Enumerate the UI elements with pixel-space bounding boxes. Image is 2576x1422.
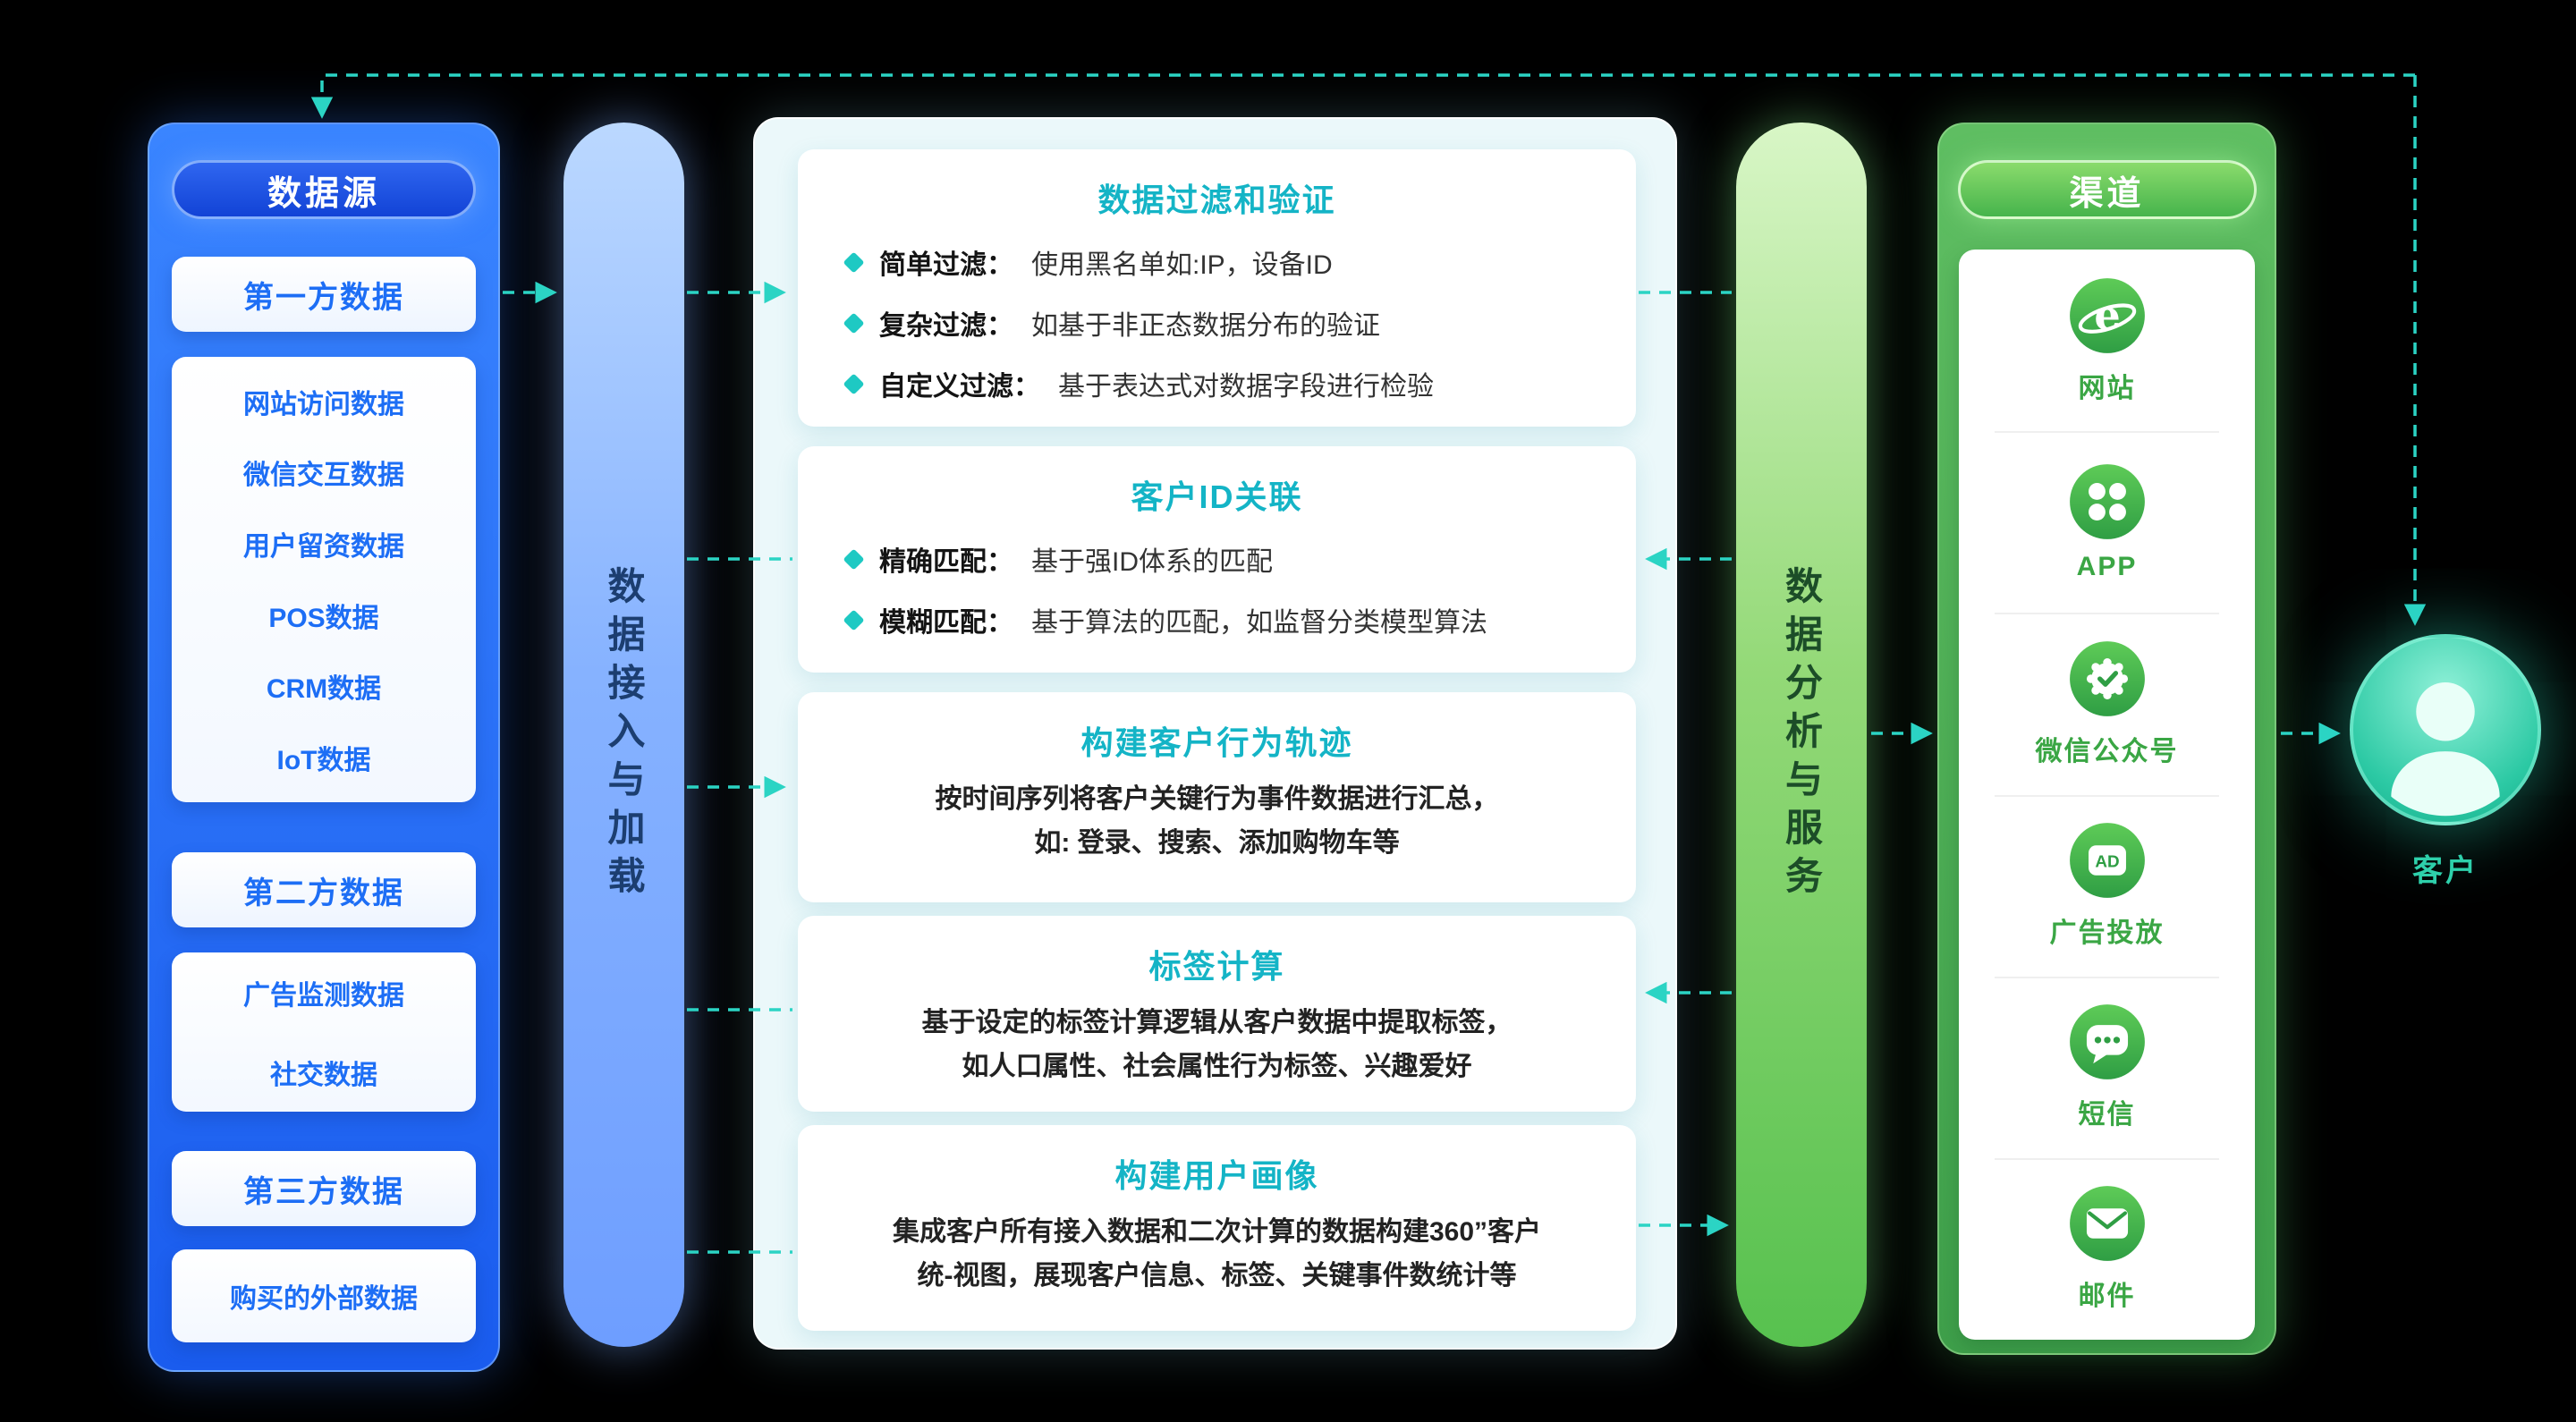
diamond-icon [843,372,865,395]
bullet-label: 简单过滤： [879,250,1013,280]
processing-panel: 数据过滤和验证 简单过滤： 使用黑名单如:IP，设备ID 复杂过滤： 如基于非正… [753,117,1677,1350]
channel-label: 网站 [2078,373,2136,403]
card-title: 客户ID关联 [1131,478,1303,515]
bullet-label: 复杂过滤： [879,311,1013,341]
data-source-item: 广告监测数据 [243,980,404,1011]
bullet-label: 自定义过滤： [879,372,1040,402]
data-source-item: IoT数据 [276,746,371,776]
third-party-data-header: 第三方数据 [172,1151,476,1226]
bullet-item: 精确匹配： 基于强ID体系的匹配 [843,539,1636,579]
bullet-label: 精确匹配： [879,547,1013,577]
diamond-icon [843,608,865,631]
card-body: 按时间序列将客户关键行为事件数据进行汇总， 如: 登录、搜索、添加购物车等 [935,784,1499,858]
card-body: 基于设定的标签计算逻辑从客户数据中提取标签， 如人口属性、社会属性行为标签、兴趣… [921,1008,1513,1081]
channel-label: 短信 [2078,1100,2136,1130]
card-title: 构建用户画像 [1114,1157,1319,1194]
app-grid-icon [2069,463,2145,539]
svg-text:AD: AD [2095,851,2119,870]
channel-item-website: e 网站 [1959,250,2255,431]
connector-feedback-to-sources [310,73,2415,119]
diamond-icon [843,547,865,571]
data-sources-panel: 数据源 第一方数据 网站访问数据 微信交互数据 用户留资数据 POS数据 CRM… [148,123,500,1372]
channel-list: e 网站 APP [1959,250,2255,1340]
data-source-item: 用户留资数据 [243,532,404,563]
wechat-official-account-icon [2069,641,2145,716]
ingestion-bar-label: 数据接入与加载 [603,565,645,904]
ingestion-bar: 数据接入与加载 [564,123,684,1347]
bullet-text: 使用黑名单如:IP，设备ID [1031,250,1333,280]
bullet-item: 模糊匹配： 基于算法的匹配，如监督分类模型算法 [843,600,1636,639]
channel-item-wechat-official: 微信公众号 [1959,613,2255,794]
channel-label: 广告投放 [2049,918,2165,949]
third-party-data-list: 购买的外部数据 [172,1249,476,1342]
ad-icon: AD [2069,823,2145,898]
card-data-filtering: 数据过滤和验证 简单过滤： 使用黑名单如:IP，设备ID 复杂过滤： 如基于非正… [798,149,1636,427]
diamond-icon [843,311,865,334]
person-icon [2391,682,2500,817]
bullet-list: 简单过滤： 使用黑名单如:IP，设备ID 复杂过滤： 如基于非正态数据分布的验证… [843,242,1636,403]
data-source-item: POS数据 [268,603,379,633]
card-behavior-trail: 构建客户行为轨迹 按时间序列将客户关键行为事件数据进行汇总， 如: 登录、搜索、… [798,692,1636,902]
customer-label: 客户 [2412,854,2479,888]
bullet-label: 模糊匹配： [879,608,1013,638]
customer-avatar [2350,634,2541,825]
channels-title: 渠道 [1957,160,2257,219]
svg-text:e: e [2094,291,2120,339]
bullet-item: 自定义过滤： 基于表达式对数据字段进行检验 [843,364,1636,403]
data-source-item: 社交数据 [270,1060,377,1090]
channel-label: APP [2076,551,2138,581]
card-id-mapping: 客户ID关联 精确匹配： 基于强ID体系的匹配 模糊匹配： 基于算法的匹配，如监… [798,446,1636,673]
bullet-list: 精确匹配： 基于强ID体系的匹配 模糊匹配： 基于算法的匹配，如监督分类模型算法 [843,539,1636,639]
channel-item-ad: AD 广告投放 [1959,794,2255,977]
data-source-item: CRM数据 [266,674,382,705]
sms-icon [2069,1004,2145,1080]
data-source-item: 购买的外部数据 [230,1284,418,1314]
diamond-icon [843,250,865,274]
channel-label: 微信公众号 [2035,736,2179,766]
bullet-item: 复杂过滤： 如基于非正态数据分布的验证 [843,303,1636,343]
channels-panel: 渠道 e 网站 [1937,123,2276,1355]
channel-item-sms: 短信 [1959,976,2255,1158]
card-title: 数据过滤和验证 [1097,182,1336,218]
channel-label: 邮件 [2078,1282,2136,1312]
bullet-text: 基于算法的匹配，如监督分类模型算法 [1031,608,1487,638]
data-sources-title: 数据源 [172,160,476,219]
channel-item-email: 邮件 [1959,1157,2255,1340]
bullet-text: 如基于非正态数据分布的验证 [1031,311,1380,341]
second-party-data-list: 广告监测数据 社交数据 [172,952,476,1112]
bullet-text: 基于强ID体系的匹配 [1031,547,1273,577]
card-user-profile: 构建用户画像 集成客户所有接入数据和二次计算的数据构建360”客户 统-视图，展… [798,1125,1636,1331]
analysis-bar-label: 数据分析与服务 [1780,565,1823,904]
email-icon [2069,1186,2145,1262]
card-body: 集成客户所有接入数据和二次计算的数据构建360”客户 统-视图，展现客户信息、标… [892,1217,1542,1291]
second-party-data-header: 第二方数据 [172,852,476,927]
bullet-item: 简单过滤： 使用黑名单如:IP，设备ID [843,242,1636,282]
first-party-data-list: 网站访问数据 微信交互数据 用户留资数据 POS数据 CRM数据 IoT数据 [172,357,476,802]
card-tag-computation: 标签计算 基于设定的标签计算逻辑从客户数据中提取标签， 如人口属性、社会属性行为… [798,916,1636,1112]
channel-item-app: APP [1959,431,2255,613]
browser-icon: e [2069,277,2145,353]
bullet-text: 基于表达式对数据字段进行检验 [1058,372,1434,402]
card-title: 构建客户行为轨迹 [1080,724,1353,761]
data-source-item: 微信交互数据 [243,461,404,491]
data-source-item: 网站访问数据 [243,389,404,419]
card-title: 标签计算 [1148,948,1285,985]
analysis-bar: 数据分析与服务 [1736,123,1867,1347]
first-party-data-header: 第一方数据 [172,257,476,332]
